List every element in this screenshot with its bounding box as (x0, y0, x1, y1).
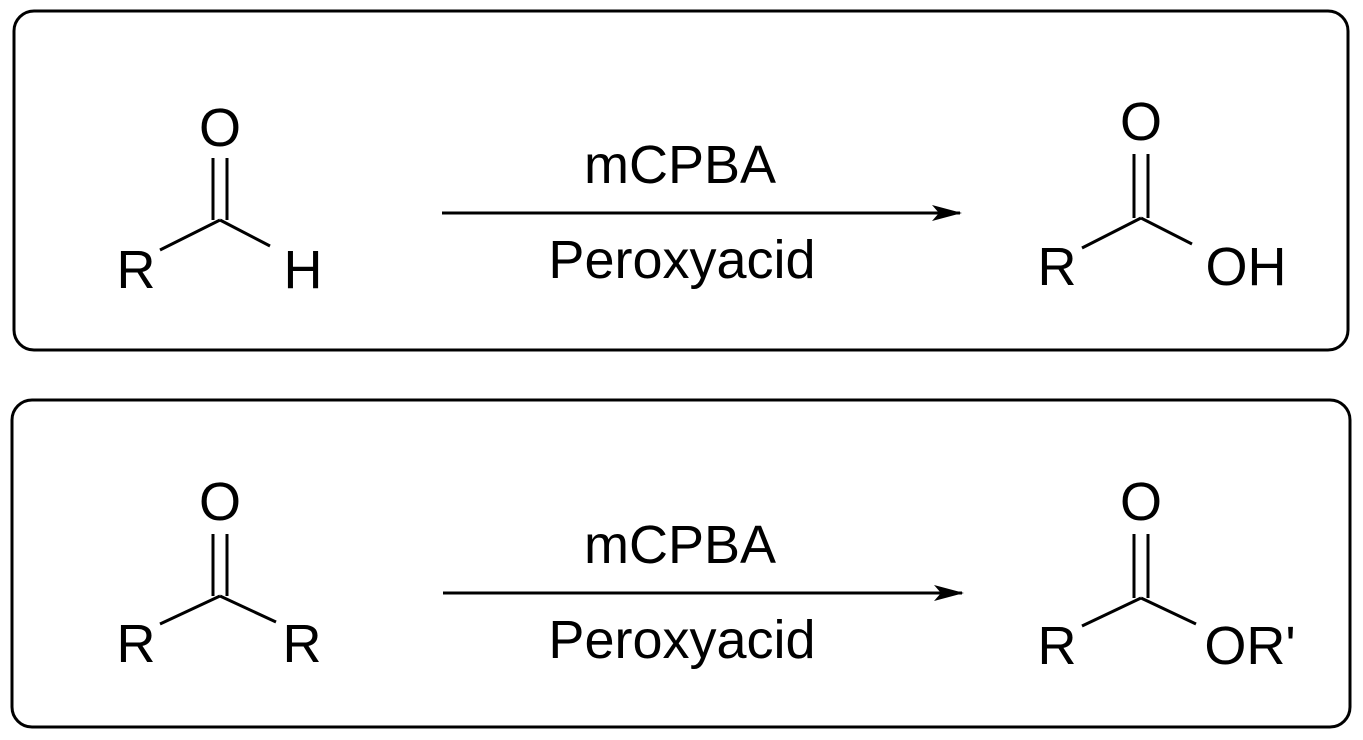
reaction-arrow-2: mCPBA Peroxyacid (443, 515, 964, 670)
bond-r-carbon (159, 218, 221, 252)
alkoxy-label: OR' (1204, 616, 1295, 676)
bond-r-carbon (1081, 216, 1142, 250)
reagent-bottom-label: Peroxyacid (548, 230, 815, 290)
reactant-ketone: O R R (117, 472, 322, 674)
bond-r-carbon-right (219, 594, 277, 624)
reaction-arrow-1: mCPBA Peroxyacid (442, 135, 962, 290)
hydroxyl-label: OH (1206, 237, 1287, 297)
r-group-label: R (1038, 616, 1077, 676)
hydrogen-label: H (284, 240, 323, 300)
r-group-label: R (117, 240, 156, 300)
panel-border (12, 9, 1350, 352)
r-group-label: R (1038, 237, 1077, 297)
reaction-panel-ketone: O R R mCPBA Peroxyacid O R OR' (10, 398, 1352, 729)
product-ester: O R OR' (1038, 472, 1296, 676)
carbonyl-oxygen-label: O (199, 98, 241, 158)
product-carboxylic-acid: O R OH (1038, 92, 1287, 297)
reaction-panel-aldehyde: O R H mCPBA Peroxyacid O R OH (12, 9, 1350, 352)
carbonyl-oxygen-label: O (1120, 92, 1162, 152)
carbonyl-oxygen-label: O (1120, 472, 1162, 532)
bond-r-carbon (1081, 596, 1142, 628)
carbonyl-oxygen-label: O (199, 472, 241, 532)
panel-border (10, 398, 1352, 729)
reagent-top-label: mCPBA (584, 515, 776, 575)
reagent-top-label: mCPBA (584, 135, 776, 195)
r-group-left-label: R (117, 614, 156, 674)
bond-carbon-h (219, 218, 271, 248)
reactant-aldehyde: O R H (117, 98, 323, 300)
bond-r-carbon-left (159, 594, 221, 626)
r-group-right-label: R (283, 614, 322, 674)
bond-carbon-oxygen (1140, 596, 1197, 626)
bond-carbon-oh (1140, 216, 1193, 246)
reagent-bottom-label: Peroxyacid (548, 610, 815, 670)
